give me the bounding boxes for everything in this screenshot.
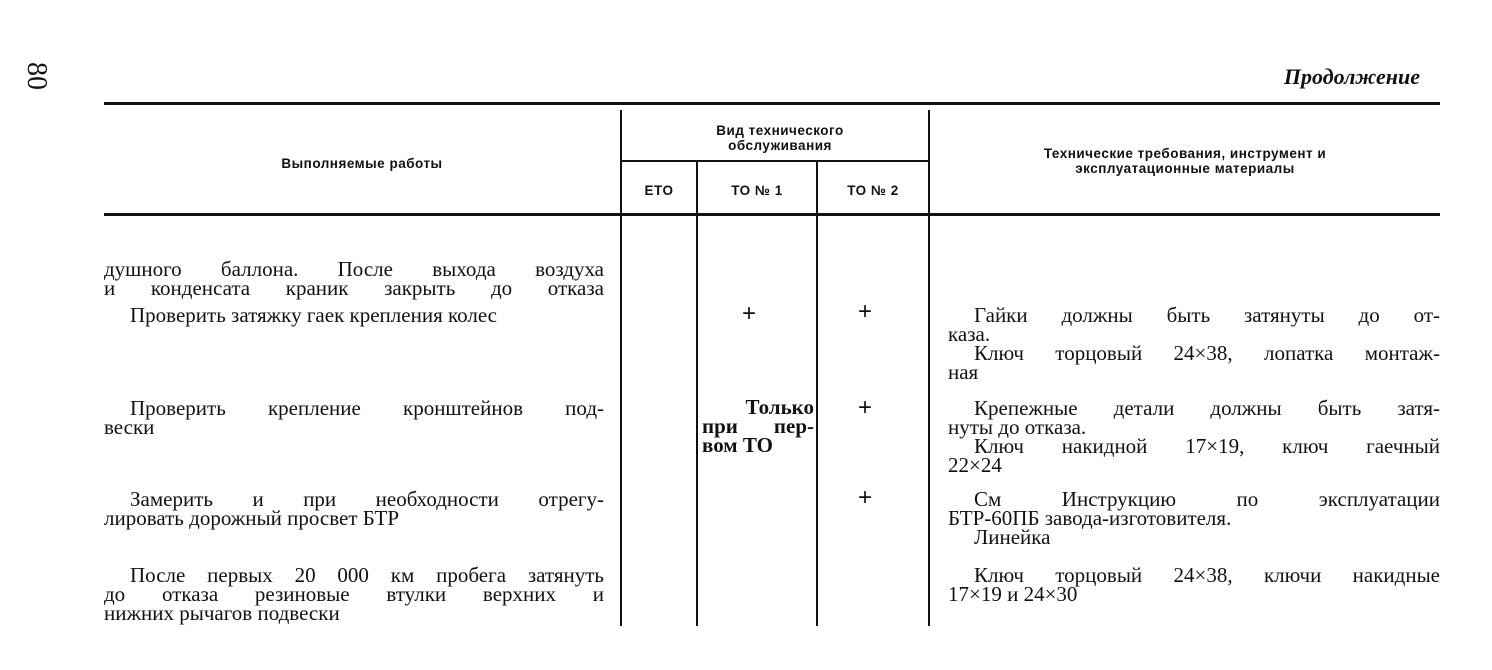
text-line: Ключ накидной 17×19, ключ гаечный — [974, 434, 1440, 458]
text-line: каза. — [948, 322, 991, 346]
continued-work-text: душного баллона. После выхода воздуха и … — [104, 257, 604, 300]
text-line: Проверить крепление кронштейнов под- — [130, 396, 604, 420]
text-line: душного баллона. После выхода воздуха — [104, 257, 604, 281]
row-1-to1-mark: + — [742, 300, 757, 327]
header-eto: ЕТО — [644, 183, 674, 198]
text-line: После первых 20 000 км пробега затянуть — [130, 563, 604, 587]
text-line: 22×24 — [948, 453, 1002, 477]
row-1-work: Проверить затяжку гаек крепления колес — [130, 303, 497, 327]
text-line: Только — [745, 395, 815, 419]
header-requirements: Технические требования, инструмент и экс… — [1043, 146, 1327, 176]
row-3-requirements: См Инструкцию по эксплуатации БТР-60ПБ з… — [948, 487, 1440, 549]
text-line: Ключ торцовый 24×38, ключи накидные — [974, 563, 1440, 587]
maintenance-subheader-rule — [622, 160, 928, 162]
table-header-bottom-rule — [104, 213, 1440, 216]
row-3-to2-mark: + — [858, 484, 873, 511]
text-line: См Инструкцию по эксплуатации — [974, 487, 1440, 511]
table-top-rule — [104, 102, 1440, 105]
text-line: Крепежные детали должны быть затя- — [974, 396, 1440, 420]
text-line: при пер- — [702, 414, 814, 438]
text-line: Замерить и при необходности отрегу- — [130, 487, 604, 511]
continuation-label: Продолжение — [1283, 64, 1420, 89]
text-line: нижних рычагов подвески — [104, 601, 340, 625]
row-2-to1-note: Только при пер- вом ТО — [702, 395, 815, 457]
row-4-requirements: Ключ торцовый 24×38, ключи накидные 17×1… — [948, 563, 1440, 606]
column-divider-work — [620, 110, 622, 626]
text-line: нуты до отказа. — [948, 415, 1087, 439]
text-line: 17×19 и 24×30 — [948, 582, 1078, 606]
text-line: ная — [948, 360, 979, 384]
text-line: лировать дорожный просвет БТР — [104, 506, 400, 530]
header-to2: ТО № 2 — [847, 183, 899, 198]
row-2-requirements: Крепежные детали должны быть затя- нуты … — [948, 396, 1440, 477]
text-line: до отказа резиновые втулки верхних и — [104, 582, 604, 606]
text-line: Ключ торцовый 24×38, лопатка монтаж- — [974, 341, 1440, 365]
row-2-to2-mark: + — [858, 394, 873, 421]
row-1-to2-mark: + — [858, 298, 873, 325]
header-work: Выполняемые работы — [281, 156, 443, 171]
row-2-work: Проверить крепление кронштейнов под- вес… — [104, 396, 604, 439]
page-number: 80 — [21, 62, 52, 90]
row-1-requirements: Гайки должны быть затянуты до от- каза. … — [948, 303, 1440, 384]
row-3-work: Замерить и при необходности отрегу- лиро… — [104, 487, 604, 530]
column-divider-to2 — [928, 110, 930, 626]
header-maintenance-type: Вид технического обслуживания — [716, 123, 844, 153]
header-to1: ТО № 1 — [731, 183, 783, 198]
column-divider-eto — [696, 162, 698, 626]
text-line: Линейка — [974, 525, 1051, 549]
text-line: Гайки должны быть затянуты до от- — [974, 303, 1440, 327]
text-line: вески — [104, 415, 155, 439]
column-divider-to1 — [816, 162, 818, 626]
text-line: и конденсата краник закрыть до отказа — [104, 276, 604, 300]
text-line: вом ТО — [702, 433, 773, 457]
row-4-work: После первых 20 000 км пробега затянуть … — [104, 563, 604, 625]
text-line: БТР-60ПБ завода-изготовителя. — [948, 506, 1232, 530]
